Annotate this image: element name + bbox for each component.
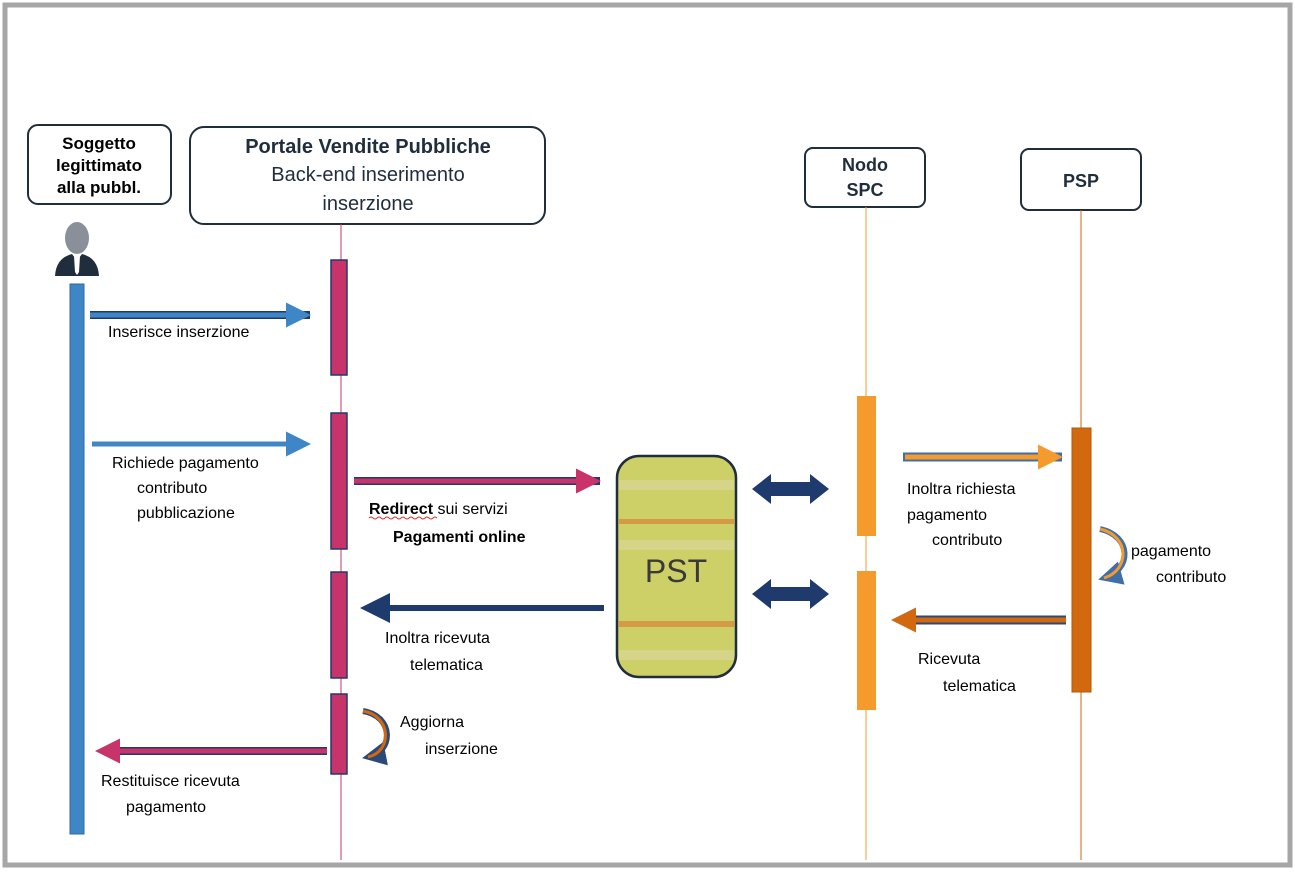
soggetto-activation-bar — [69, 283, 85, 835]
actor-portale: Portale Vendite Pubbliche Back-end inser… — [189, 126, 546, 860]
msg-aggiorna-curl — [362, 709, 387, 759]
msg-inoltra-ricevuta-label-2: telematica — [410, 657, 483, 674]
msg-pagamenti-online-label: Pagamenti online — [393, 529, 526, 546]
msg-inserisce-label: Inserisce inserzione — [108, 324, 250, 341]
msg-richiede-label-2: contributo — [137, 480, 207, 497]
portale-title: Portale Vendite Pubbliche — [245, 136, 491, 158]
spellcheck-underline — [368, 516, 438, 520]
pst-band-bottom — [619, 621, 734, 627]
soggetto-label-line1: Soggetto — [62, 134, 136, 153]
pst-nodo-exchange-1 — [752, 474, 829, 504]
soggetto-header-box — [27, 124, 172, 205]
pst-nodo-exchange-2 — [752, 579, 829, 609]
portale-activation-2 — [330, 412, 348, 550]
actor-nodo: Nodo SPC — [804, 147, 926, 860]
nodo-activation-1 — [857, 396, 876, 536]
nodo-header-box — [804, 147, 926, 208]
msg-inoltra-richiesta-label-3: contributo — [932, 532, 1002, 549]
msg-aggiorna: Aggiorna inserzione — [362, 708, 498, 766]
msg-redirect: Redirect sui servizi Pagamenti online — [354, 468, 601, 546]
msg-inserisce: Inserisce inserzione — [90, 302, 311, 341]
msg-inoltra-ricevuta: Inoltra ricevuta telematica — [360, 593, 604, 674]
msg-richiede-label-1: Richiede pagamento — [112, 455, 259, 472]
msg-pagamento-contributo: pagamento contributo — [1098, 526, 1226, 586]
msg-inoltra-ricevuta-label-1: Inoltra ricevuta — [385, 630, 490, 647]
msg-richiede: Richiede pagamento contributo pubblicazi… — [92, 431, 311, 522]
pst-band-top — [619, 519, 734, 524]
portale-activation-4 — [330, 693, 348, 775]
portale-header-box — [189, 126, 546, 225]
nodo-activation-2 — [857, 571, 876, 710]
actor-soggetto: Soggetto legittimato alla pubbl. — [27, 124, 172, 835]
msg-richiede-label-3: pubblicazione — [137, 505, 235, 522]
msg-restituisce-label-1: Restituisce ricevuta — [101, 773, 240, 790]
psp-label: PSP — [1063, 171, 1099, 191]
msg-ricevuta-telematica: Ricevuta telematica — [891, 607, 1066, 695]
msg-redirect-label: Redirect sui servizi — [369, 501, 508, 518]
nodo-label-line2: SPC — [846, 180, 883, 200]
soggetto-label-line3: alla pubbl. — [57, 178, 141, 197]
portale-subtitle-line1: Back-end inserimento — [271, 164, 464, 186]
msg-pagamento-curl — [1099, 527, 1125, 580]
msg-aggiorna-label-2: inserzione — [425, 741, 498, 758]
actor-psp: PSP — [1020, 148, 1142, 860]
msg-pagamento-contributo-label-2: contributo — [1156, 569, 1226, 586]
pst-block: PST — [615, 454, 738, 679]
person-icon — [55, 222, 99, 276]
portale-activation-3 — [330, 571, 348, 679]
msg-restituisce: Restituisce ricevuta pagamento — [95, 738, 327, 816]
psp-activation — [1071, 427, 1092, 693]
portale-subtitle-line2: inserzione — [322, 193, 413, 215]
pst-label: PST — [645, 553, 707, 589]
double-arrow-icon — [752, 474, 829, 504]
msg-ricevuta-telematica-label-2: telematica — [943, 678, 1016, 695]
msg-restituisce-label-2: pagamento — [126, 799, 206, 816]
msg-redirect-rest: sui servizi — [433, 501, 508, 518]
soggetto-label-line2: legittimato — [56, 156, 142, 175]
portale-activation-1 — [330, 259, 348, 376]
msg-inoltra-richiesta-label-2: pagamento — [907, 507, 987, 524]
msg-aggiorna-label-1: Aggiorna — [400, 714, 464, 731]
msg-ricevuta-telematica-label-1: Ricevuta — [918, 651, 980, 668]
double-arrow-icon — [752, 579, 829, 609]
msg-pagamento-contributo-label-1: pagamento — [1131, 543, 1211, 560]
msg-redirect-bold: Redirect — [369, 501, 434, 518]
nodo-label-line1: Nodo — [842, 155, 888, 175]
msg-inoltra-richiesta: Inoltra richiesta pagamento contributo — [903, 444, 1063, 549]
msg-inoltra-richiesta-label-1: Inoltra richiesta — [907, 481, 1016, 498]
